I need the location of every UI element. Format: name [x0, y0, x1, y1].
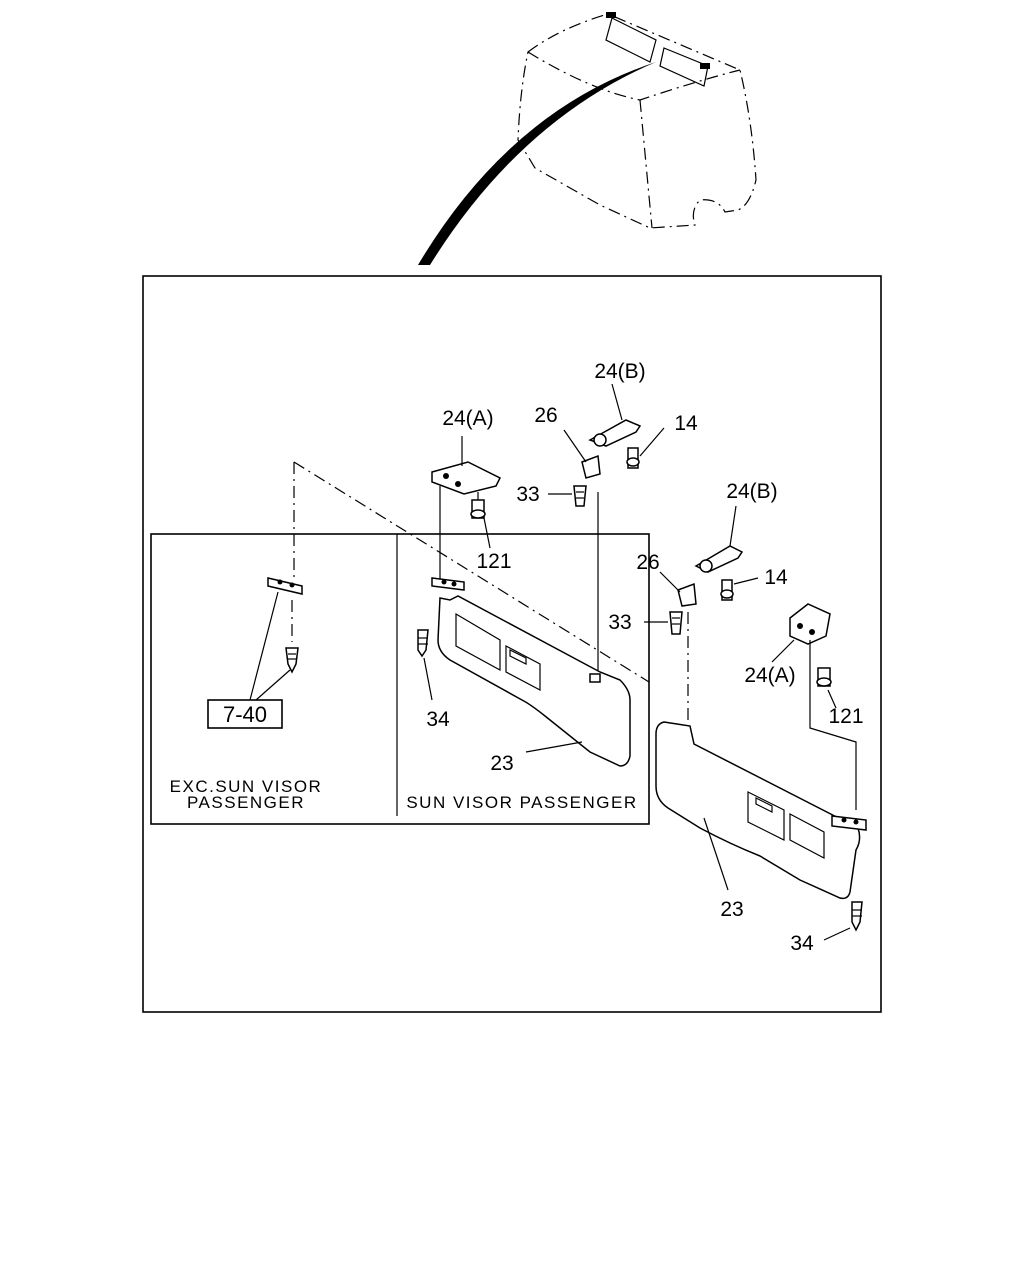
screw-121-lower — [816, 667, 837, 709]
cab-silhouette — [418, 12, 757, 265]
clip-26-lower — [659, 571, 697, 607]
inset-label-passenger: SUN VISOR PASSENGER — [406, 793, 637, 812]
screw-33-upper — [548, 485, 587, 507]
clip-26-upper — [563, 429, 601, 479]
screw-33-lower — [644, 611, 683, 635]
screw-14-upper — [626, 427, 665, 469]
sun-visor-right — [655, 721, 867, 900]
screw-34-right — [823, 901, 863, 941]
exc-plate — [267, 577, 303, 595]
label-121-upper: 121 — [476, 550, 511, 573]
bracket-24a-upper — [431, 436, 502, 495]
label-24a-lower: 24(A) — [744, 664, 795, 687]
bracket-24b-upper — [588, 383, 642, 447]
screw-121-upper — [470, 492, 491, 549]
page-reference: 7-40 — [223, 702, 267, 727]
leader-23-left — [525, 741, 583, 753]
sun-visor-left — [431, 577, 631, 767]
leader-23-right — [703, 817, 729, 891]
screw-34-left — [417, 629, 433, 701]
label-34-right: 34 — [790, 932, 814, 955]
exc-screw — [285, 600, 299, 674]
label-14-upper: 14 — [674, 412, 698, 435]
label-24b-upper: 24(B) — [594, 360, 645, 383]
label-26-upper: 26 — [534, 404, 557, 427]
label-24b-lower: 24(B) — [726, 480, 777, 503]
bracket-24b-lower — [694, 505, 744, 573]
page-reference-box — [207, 699, 283, 729]
label-23-right: 23 — [720, 898, 743, 921]
inset-label-exc-line1: EXC.SUN VISOR — [170, 777, 323, 796]
screw-14-lower — [720, 577, 759, 601]
label-14-lower: 14 — [764, 566, 788, 589]
ref-leader-1 — [249, 591, 279, 701]
label-26-lower: 26 — [636, 551, 659, 574]
label-24a-upper: 24(A) — [442, 407, 493, 430]
label-121-lower: 121 — [828, 705, 863, 728]
ref-leader-2 — [255, 669, 291, 701]
inset-label-exc-line2: PASSENGER — [187, 793, 305, 812]
main-frame — [142, 275, 882, 1013]
label-23-left: 23 — [490, 752, 513, 775]
guide-24a-lower — [809, 640, 857, 810]
label-34-left: 34 — [426, 708, 450, 731]
bracket-24a-lower — [771, 603, 831, 663]
label-33-lower: 33 — [608, 611, 631, 634]
variant-inset-box — [150, 533, 650, 825]
label-33-upper: 33 — [516, 483, 539, 506]
